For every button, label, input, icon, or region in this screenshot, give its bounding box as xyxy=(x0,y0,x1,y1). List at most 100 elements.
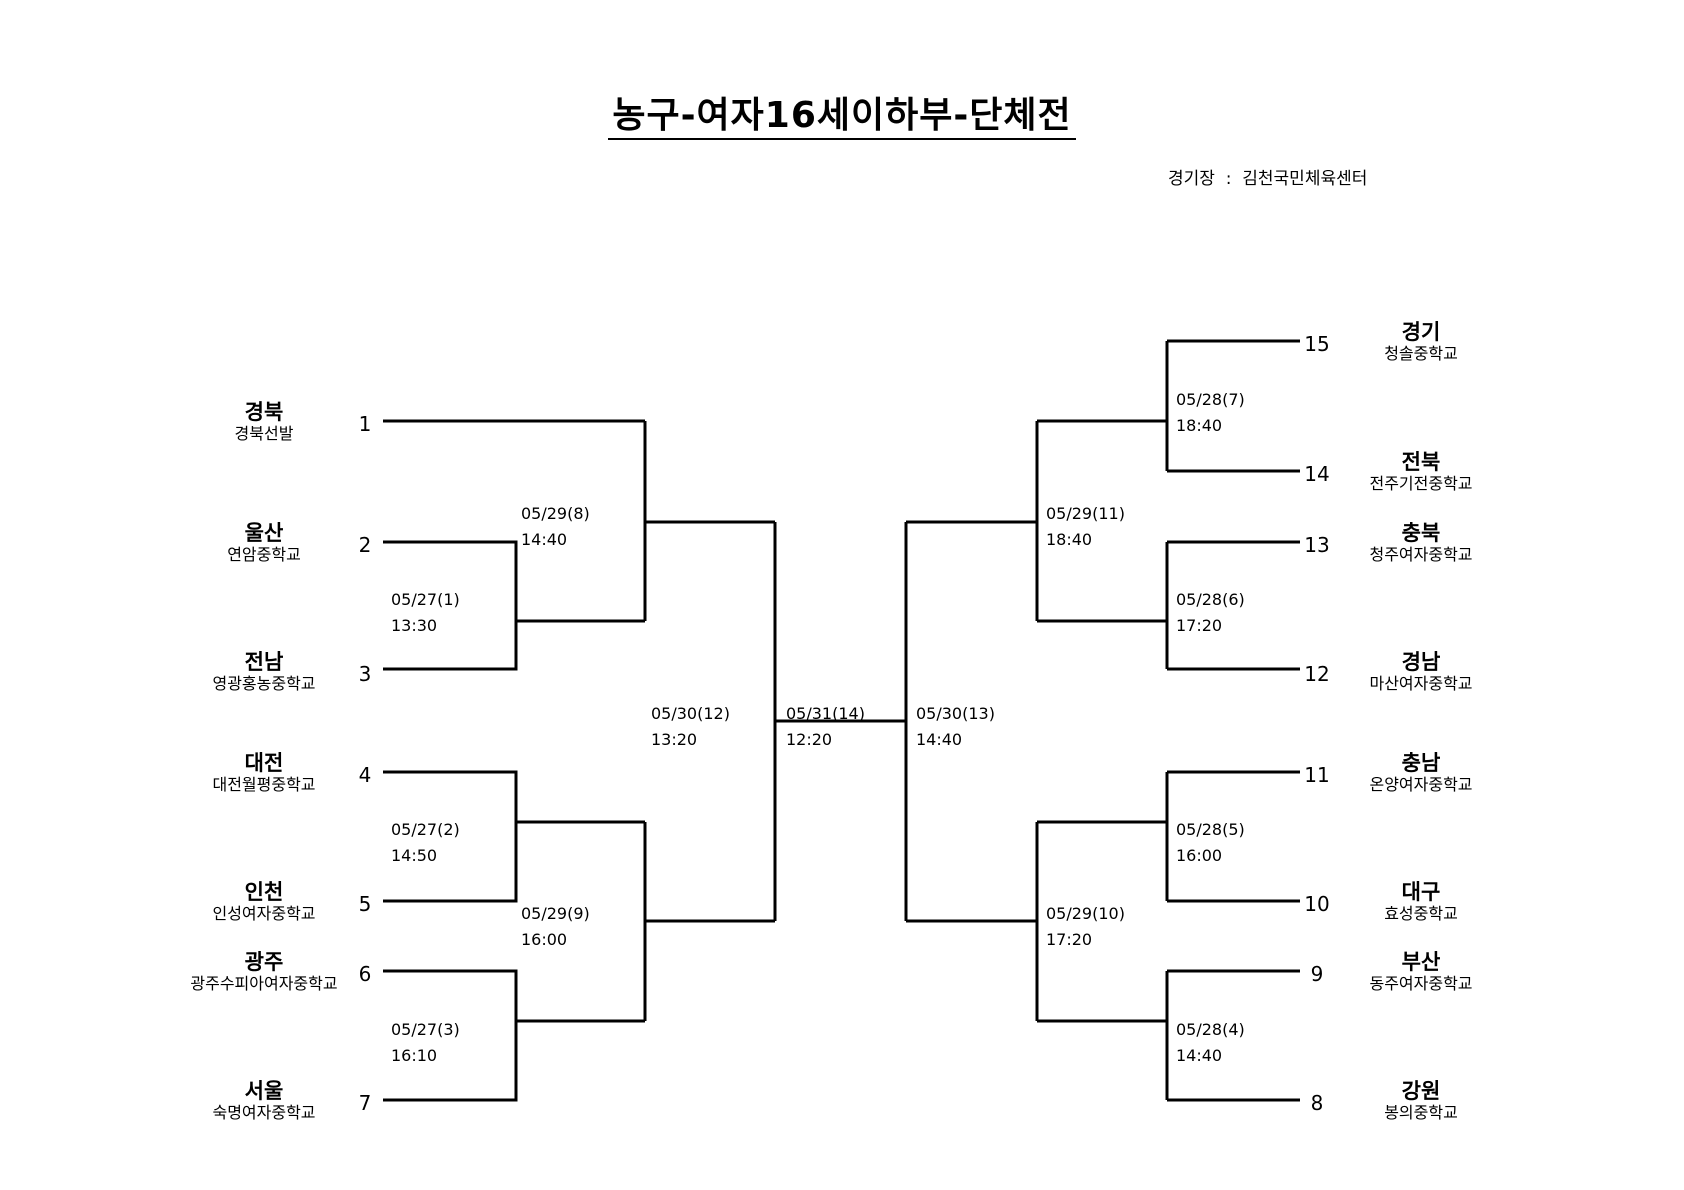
bracket-line-m3 xyxy=(383,969,645,1102)
match-date: 05/28(6) xyxy=(1176,590,1245,609)
match-time: 14:50 xyxy=(391,846,438,865)
team-region: 충북 xyxy=(1401,521,1441,545)
match-date: 05/27(2) xyxy=(391,820,460,839)
team-school: 영광홍농중학교 xyxy=(212,674,316,693)
match-date: 05/27(3) xyxy=(391,1020,460,1039)
seed-number: 2 xyxy=(358,533,372,557)
team-right-8: 강원 봉의중학교 xyxy=(1301,1079,1541,1123)
seed-number: 4 xyxy=(358,763,372,787)
match-time: 17:20 xyxy=(1046,930,1093,949)
team-school: 대전월평중학교 xyxy=(212,775,316,794)
match-date: 05/29(10) xyxy=(1046,904,1125,923)
seed-number: 12 xyxy=(1304,662,1330,686)
team-school: 동주여자중학교 xyxy=(1369,974,1473,993)
seed-number: 5 xyxy=(358,892,372,916)
match-label-m5: 05/28(5) 16:00 xyxy=(1176,817,1245,869)
team-school: 온양여자중학교 xyxy=(1369,775,1473,794)
bracket-line-m12 xyxy=(773,522,840,921)
team-right-11: 충남 온양여자중학교 xyxy=(1301,751,1541,795)
page-title: 농구-여자16세이하부-단체전 xyxy=(0,86,1684,140)
team-region: 전남 xyxy=(244,650,284,674)
team-region: 충남 xyxy=(1401,751,1441,775)
seed-number: 11 xyxy=(1304,763,1330,787)
match-time: 17:20 xyxy=(1176,616,1223,635)
team-school: 경북선발 xyxy=(234,424,294,443)
bracket-line-m2 xyxy=(383,770,645,903)
venue-label: 경기장 : 김천국민체육센터 xyxy=(1168,169,1368,189)
team-school: 인성여자중학교 xyxy=(212,904,316,923)
match-label-m12: 05/30(12) 13:20 xyxy=(651,701,730,753)
match-date: 05/29(9) xyxy=(521,904,590,923)
team-left-1: 경북 경북선발 xyxy=(144,400,384,444)
match-time: 12:20 xyxy=(786,730,833,749)
match-label-m9: 05/29(9) 16:00 xyxy=(521,901,590,953)
bracket-line-m9 xyxy=(643,822,775,1021)
match-label-m1: 05/27(1) 13:30 xyxy=(391,587,460,639)
match-time: 18:40 xyxy=(1176,416,1223,435)
team-school: 청주여자중학교 xyxy=(1369,545,1473,564)
match-label-m8: 05/29(8) 14:40 xyxy=(521,501,590,553)
match-time: 16:10 xyxy=(391,1046,438,1065)
match-date: 05/28(7) xyxy=(1176,390,1245,409)
team-region: 강원 xyxy=(1401,1079,1441,1103)
team-region: 인천 xyxy=(244,880,284,904)
match-date: 05/31(14) xyxy=(786,704,865,723)
match-label-m11: 05/29(11) 18:40 xyxy=(1046,501,1125,553)
team-school: 전주기전중학교 xyxy=(1369,474,1473,493)
team-right-12: 경남 마산여자중학교 xyxy=(1301,650,1541,694)
match-label-m3: 05/27(3) 16:10 xyxy=(391,1017,460,1069)
team-right-14: 전북 전주기전중학교 xyxy=(1301,450,1541,494)
team-region: 서울 xyxy=(244,1079,284,1103)
match-date: 05/30(13) xyxy=(916,704,995,723)
match-time: 18:40 xyxy=(1046,530,1093,549)
team-school: 청솔중학교 xyxy=(1384,344,1458,363)
seed-number: 13 xyxy=(1304,533,1330,557)
match-date: 05/28(5) xyxy=(1176,820,1245,839)
seed-number: 1 xyxy=(358,412,372,436)
team-right-10: 대구 효성중학교 xyxy=(1301,880,1541,924)
match-date: 05/28(4) xyxy=(1176,1020,1245,1039)
match-time: 13:20 xyxy=(651,730,698,749)
team-left-5: 인천 인성여자중학교 xyxy=(144,880,384,924)
match-date: 05/27(1) xyxy=(391,590,460,609)
team-right-13: 충북 청주여자중학교 xyxy=(1301,521,1541,565)
seed-number: 9 xyxy=(1310,962,1324,986)
match-label-m13: 05/30(13) 14:40 xyxy=(916,701,995,753)
match-date: 05/29(8) xyxy=(521,504,590,523)
team-left-4: 대전 대전월평중학교 xyxy=(144,751,384,795)
team-left-7: 서울 숙명여자중학교 xyxy=(144,1079,384,1123)
team-school: 마산여자중학교 xyxy=(1369,674,1473,693)
bracket-line-m7 xyxy=(1165,339,1300,473)
bracket-line-m1 xyxy=(383,540,645,671)
seed-number: 15 xyxy=(1304,332,1330,356)
bracket-line-m4 xyxy=(1165,969,1300,1102)
match-time: 13:30 xyxy=(391,616,438,635)
match-label-m6: 05/28(6) 17:20 xyxy=(1176,587,1245,639)
team-region: 경기 xyxy=(1401,320,1441,344)
match-time: 16:00 xyxy=(521,930,568,949)
match-time: 14:40 xyxy=(916,730,963,749)
team-right-15: 경기 청솔중학교 xyxy=(1301,320,1541,364)
team-region: 부산 xyxy=(1401,950,1441,974)
match-time: 14:40 xyxy=(1176,1046,1223,1065)
match-label-m10: 05/29(10) 17:20 xyxy=(1046,901,1125,953)
bracket-line-m10 xyxy=(1035,820,1167,1023)
match-label-m4: 05/28(4) 14:40 xyxy=(1176,1017,1245,1069)
match-label-m14: 05/31(14) 12:20 xyxy=(786,701,865,753)
team-region: 대구 xyxy=(1401,880,1441,904)
seed-number: 8 xyxy=(1310,1091,1324,1115)
bracket-line-m13 xyxy=(904,520,1037,923)
bracket-line-m8 xyxy=(643,421,775,621)
match-date: 05/30(12) xyxy=(651,704,730,723)
team-school: 봉의중학교 xyxy=(1384,1103,1458,1122)
match-label-m7: 05/28(7) 18:40 xyxy=(1176,387,1245,439)
team-school: 효성중학교 xyxy=(1384,904,1458,923)
bracket-line-m6 xyxy=(1165,540,1300,671)
team-left-2: 울산 연암중학교 xyxy=(144,521,384,565)
team-school: 광주수피아여자중학교 xyxy=(190,974,338,993)
seed-number: 3 xyxy=(358,662,372,686)
team-region: 울산 xyxy=(244,521,284,545)
team-region: 경북 xyxy=(244,400,284,424)
team-right-9: 부산 동주여자중학교 xyxy=(1301,950,1541,994)
match-label-m2: 05/27(2) 14:50 xyxy=(391,817,460,869)
